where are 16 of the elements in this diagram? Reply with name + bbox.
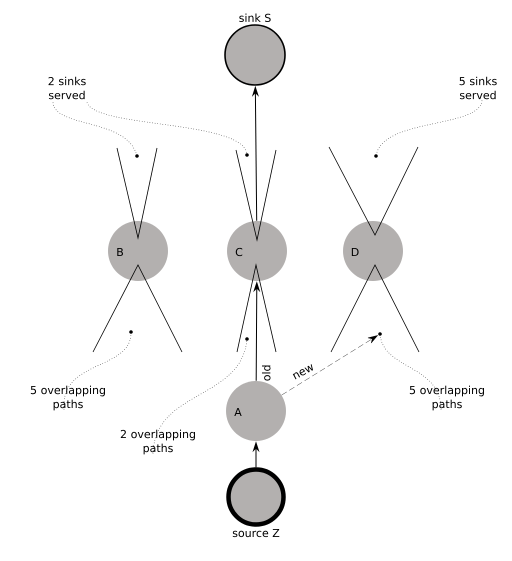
note-text: 2 overlapping paths	[120, 430, 195, 454]
edge-label: old	[262, 365, 270, 381]
node-label: sink S	[239, 13, 271, 22]
leader-line	[86, 102, 247, 154]
node-label: source Z	[232, 528, 280, 538]
note-text: 5 overlapping paths	[30, 386, 105, 410]
leader-line	[152, 340, 248, 454]
arrow	[281, 335, 378, 396]
leader-line	[52, 102, 137, 154]
note-text: 5 sinks served	[460, 76, 497, 100]
leader-line	[64, 334, 132, 410]
edge-label: new	[292, 364, 314, 380]
leader-line	[376, 100, 482, 154]
note-text: 2 sinks served	[48, 76, 86, 100]
leader-line	[380, 336, 442, 410]
note-text: 5 overlapping paths	[410, 386, 484, 410]
